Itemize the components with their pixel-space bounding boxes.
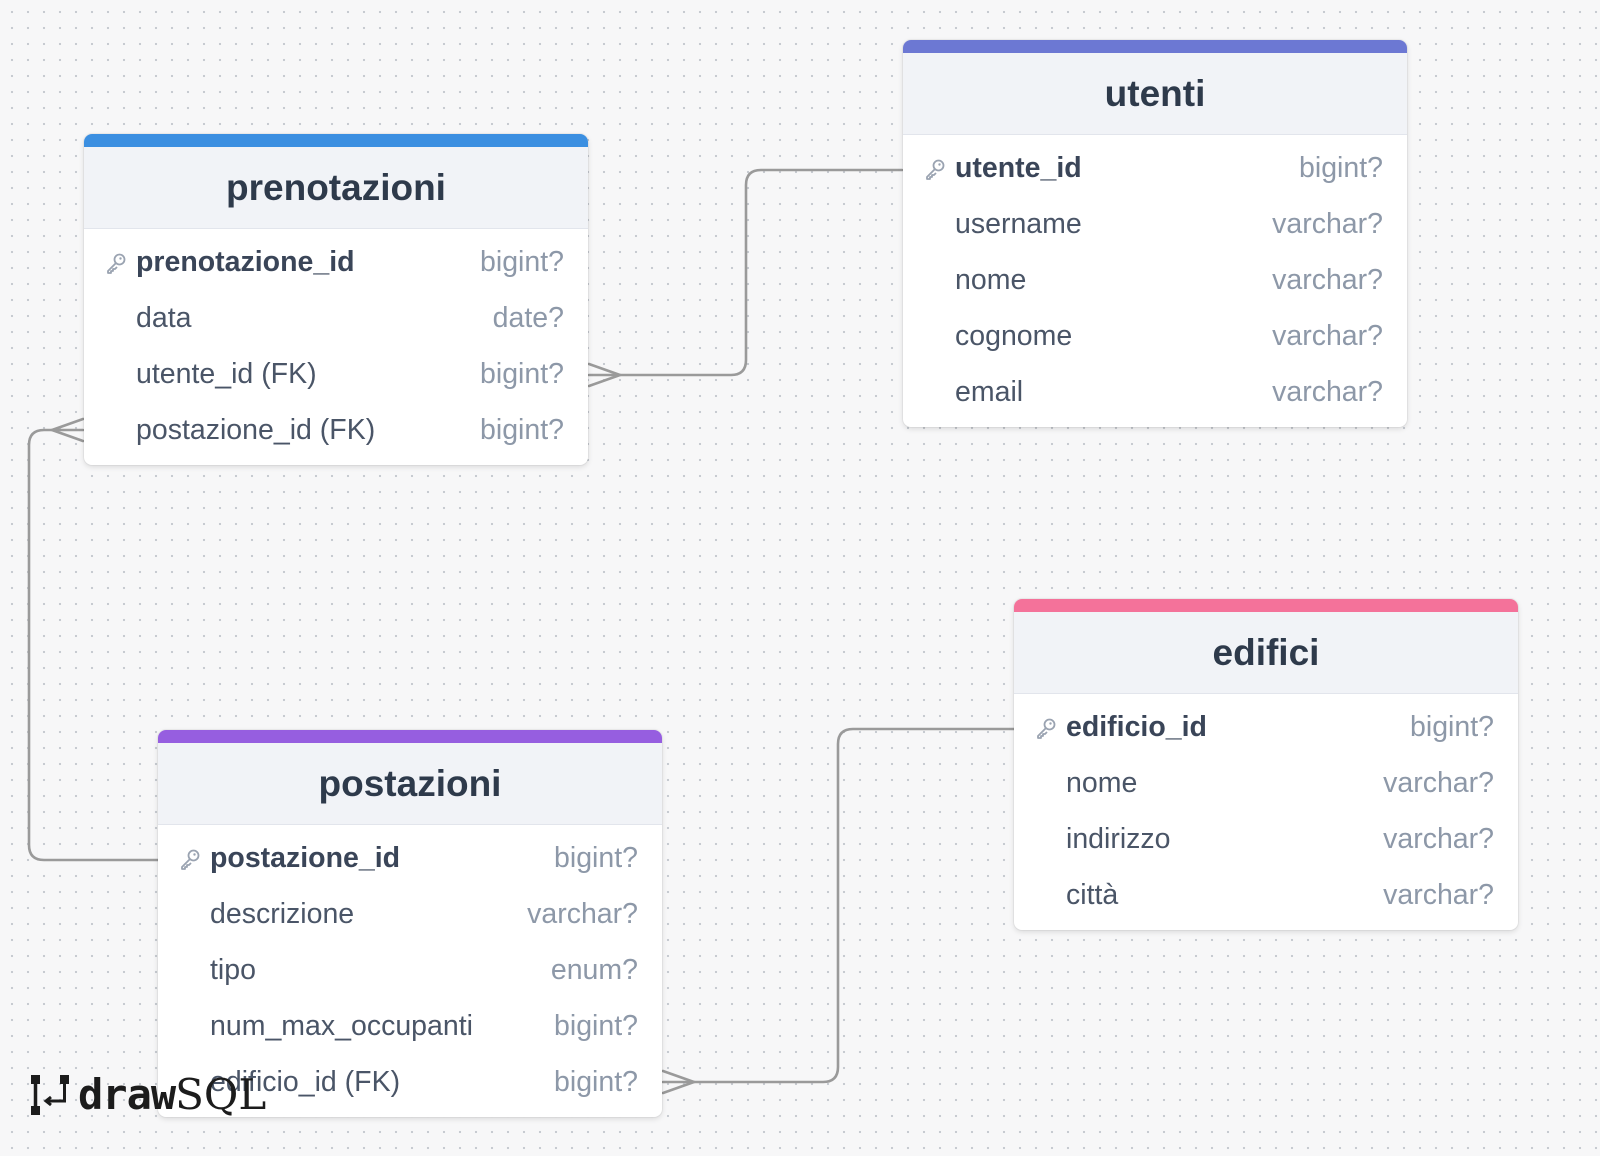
- table-postazioni[interactable]: postazioni postazione_id bigint? descrizio…: [158, 730, 662, 1117]
- field-type: bigint?: [554, 1009, 638, 1042]
- table-color-bar: [903, 40, 1407, 53]
- field-row[interactable]: cognome varchar?: [903, 308, 1407, 364]
- table-color-bar: [158, 730, 662, 743]
- field-name: tipo: [210, 953, 256, 986]
- crowfoot-prenotazioni-utenti: [587, 362, 622, 388]
- drawsql-logo-icon: [31, 1074, 69, 1115]
- field-list: prenotazione_id bigint? data date? utente_id…: [84, 229, 588, 465]
- relation-postazioni-edifici[interactable]: [661, 727, 1016, 1084]
- field-type: bigint?: [1410, 710, 1494, 743]
- table-color-bar: [84, 134, 588, 147]
- field-type: bigint?: [480, 413, 564, 446]
- field-list: postazione_id bigint? descrizione varchar? t…: [158, 825, 662, 1117]
- field-name: username: [955, 207, 1082, 240]
- key-icon: [178, 846, 202, 870]
- crowfoot-postazioni-edifici: [661, 1069, 696, 1095]
- field-type: varchar?: [527, 897, 638, 930]
- field-type: bigint?: [480, 245, 564, 278]
- key-icon: [1034, 715, 1058, 739]
- field-name: utente_id (FK): [136, 357, 317, 390]
- field-name: prenotazione_id: [136, 245, 355, 278]
- field-row[interactable]: utente_id (FK) bigint?: [84, 346, 588, 402]
- key-icon: [923, 156, 947, 180]
- field-name: indirizzo: [1066, 822, 1171, 855]
- field-row[interactable]: descrizione varchar?: [158, 886, 662, 942]
- field-row[interactable]: edificio_id (FK) bigint?: [158, 1054, 662, 1110]
- field-row[interactable]: postazione_id bigint?: [158, 830, 662, 886]
- logo-text-draw: draw: [78, 1070, 176, 1119]
- field-row[interactable]: indirizzo varchar?: [1014, 811, 1518, 867]
- field-name: nome: [955, 263, 1027, 296]
- field-row[interactable]: edificio_id bigint?: [1014, 699, 1518, 755]
- field-type: varchar?: [1272, 207, 1383, 240]
- field-name: cognome: [955, 319, 1073, 352]
- key-icon: [104, 250, 128, 274]
- field-type: varchar?: [1272, 319, 1383, 352]
- field-row[interactable]: email varchar?: [903, 364, 1407, 420]
- field-type: bigint?: [554, 1065, 638, 1098]
- relation-prenotazioni-postazioni[interactable]: [27, 428, 160, 862]
- table-title[interactable]: edifici: [1014, 612, 1518, 694]
- field-type: bigint?: [1299, 151, 1383, 184]
- field-name: città: [1066, 878, 1119, 911]
- field-row[interactable]: postazione_id (FK) bigint?: [84, 402, 588, 458]
- field-name: edificio_id: [1066, 710, 1207, 743]
- field-row[interactable]: username varchar?: [903, 196, 1407, 252]
- field-type: varchar?: [1383, 822, 1494, 855]
- table-color-bar: [1014, 599, 1518, 612]
- field-row[interactable]: data date?: [84, 290, 588, 346]
- table-title[interactable]: utenti: [903, 53, 1407, 135]
- field-name: num_max_occupanti: [210, 1009, 473, 1042]
- field-type: varchar?: [1272, 263, 1383, 296]
- drawsql-logo[interactable]: draw SQL: [30, 1070, 266, 1119]
- field-type: varchar?: [1383, 766, 1494, 799]
- field-name: postazione_id (FK): [136, 413, 376, 446]
- crowfoot-prenotazioni-postazioni: [50, 417, 85, 443]
- field-type: bigint?: [480, 357, 564, 390]
- field-name: postazione_id: [210, 841, 401, 874]
- field-row[interactable]: nome varchar?: [903, 252, 1407, 308]
- field-type: bigint?: [554, 841, 638, 874]
- field-list: utente_id bigint? username varchar? nome varc…: [903, 135, 1407, 427]
- field-name: utente_id: [955, 151, 1082, 184]
- field-list: edificio_id bigint? nome varchar? indirizzo v…: [1014, 694, 1518, 930]
- relation-prenotazioni-utenti[interactable]: [587, 168, 904, 377]
- field-name: edificio_id (FK): [210, 1065, 401, 1098]
- table-title[interactable]: prenotazioni: [84, 147, 588, 229]
- field-type: enum?: [550, 953, 638, 986]
- field-name: data: [136, 301, 192, 334]
- field-type: date?: [492, 301, 564, 334]
- field-type: varchar?: [1383, 878, 1494, 911]
- field-name: descrizione: [210, 897, 355, 930]
- field-row[interactable]: utente_id bigint?: [903, 140, 1407, 196]
- field-row[interactable]: num_max_occupanti bigint?: [158, 998, 662, 1054]
- field-name: email: [955, 375, 1024, 408]
- logo-text-sql: SQL: [175, 1070, 267, 1119]
- field-row[interactable]: prenotazione_id bigint?: [84, 234, 588, 290]
- field-row[interactable]: città varchar?: [1014, 867, 1518, 923]
- field-row[interactable]: tipo enum?: [158, 942, 662, 998]
- field-type: varchar?: [1272, 375, 1383, 408]
- table-title[interactable]: postazioni: [158, 743, 662, 825]
- field-name: nome: [1066, 766, 1138, 799]
- field-row[interactable]: nome varchar?: [1014, 755, 1518, 811]
